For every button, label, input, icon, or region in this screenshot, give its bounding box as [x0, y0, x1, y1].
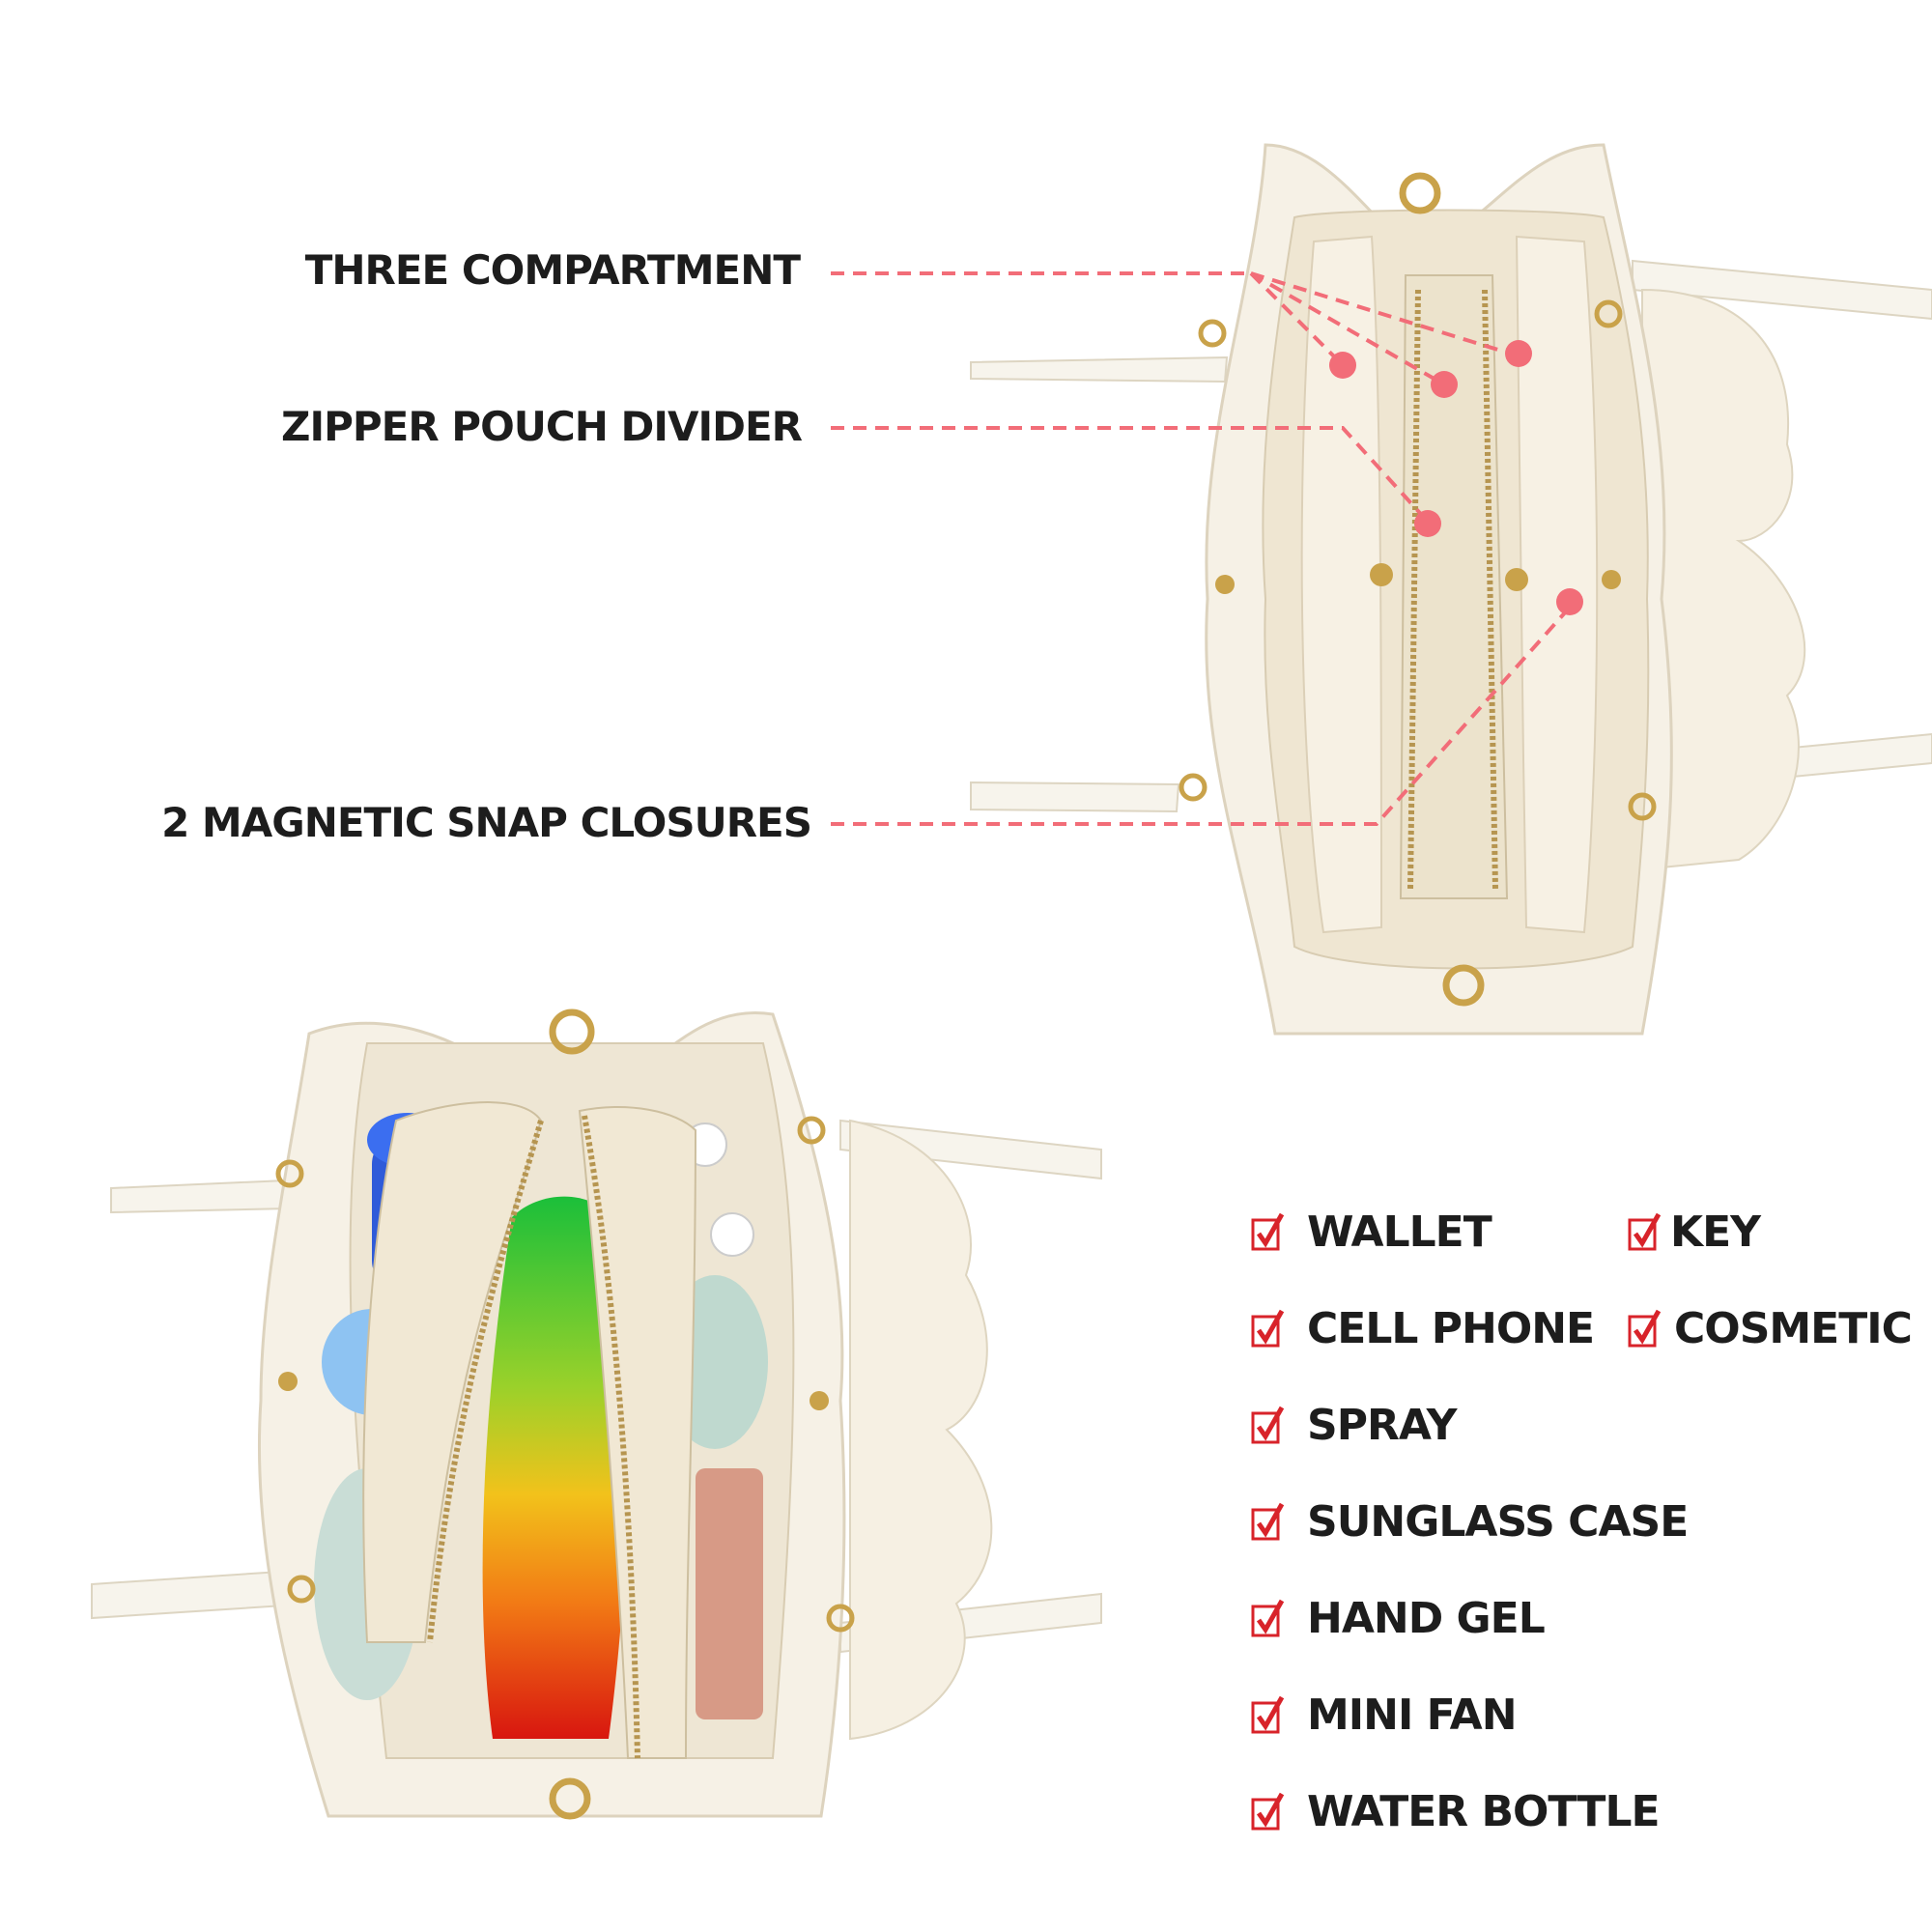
checkmark-icon [1251, 1212, 1285, 1251]
checkmark-icon [1251, 1502, 1285, 1541]
callout-dot-zipper [1414, 510, 1441, 537]
list-item-label: WALLET [1307, 1207, 1492, 1257]
list-item-spray: SPRAY [1251, 1396, 1458, 1454]
list-item-label: KEY [1670, 1207, 1761, 1257]
list-item-cosmetic: COSMETIC [1628, 1299, 1913, 1357]
list-item-label: HAND GEL [1307, 1593, 1546, 1643]
list-item-label: WATER BOTTLE [1307, 1786, 1661, 1836]
callout-line-compartment-2 [1250, 271, 1445, 386]
list-item-label: COSMETIC [1674, 1303, 1913, 1353]
callout-dot-magnetic [1556, 588, 1583, 615]
list-item-label: CELL PHONE [1307, 1303, 1595, 1353]
checkmark-icon [1251, 1406, 1285, 1444]
callout-line-magnetic [831, 600, 1577, 826]
callout-dot-compartment-1 [1329, 352, 1356, 379]
callout-line-zipper [831, 426, 1430, 524]
list-item-label: SUNGLASS CASE [1307, 1496, 1689, 1547]
list-item-cell-phone: CELL PHONE [1251, 1299, 1595, 1357]
checkmark-icon [1251, 1309, 1285, 1348]
list-item-key: KEY [1628, 1203, 1761, 1261]
checkmark-icon [1628, 1309, 1662, 1348]
checkmark-icon [1251, 1792, 1285, 1831]
checkmark-icon [1251, 1599, 1285, 1637]
list-item-wallet: WALLET [1251, 1203, 1492, 1261]
callout-dot-compartment-2 [1431, 371, 1458, 398]
callout-dot-compartment-3 [1505, 340, 1532, 367]
checkmark-icon [1251, 1695, 1285, 1734]
list-item-sunglass-case: SUNGLASS CASE [1251, 1492, 1689, 1550]
list-item-label: SPRAY [1307, 1400, 1458, 1450]
list-item-hand-gel: HAND GEL [1251, 1589, 1546, 1647]
feature-label-three-compartment: THREE COMPARTMENT [304, 246, 801, 294]
feature-label-magnetic-snap-closures: 2 MAGNETIC SNAP CLOSURES [161, 799, 812, 846]
list-item-water-bottle: WATER BOTTLE [1251, 1782, 1661, 1840]
list-item-label: MINI FAN [1307, 1690, 1518, 1740]
list-item-mini-fan: MINI FAN [1251, 1686, 1518, 1744]
checkmark-icon [1628, 1212, 1662, 1251]
feature-label-zipper-pouch-divider: ZIPPER POUCH DIVIDER [280, 403, 803, 450]
callout-line-compartment-3 [1250, 271, 1518, 357]
